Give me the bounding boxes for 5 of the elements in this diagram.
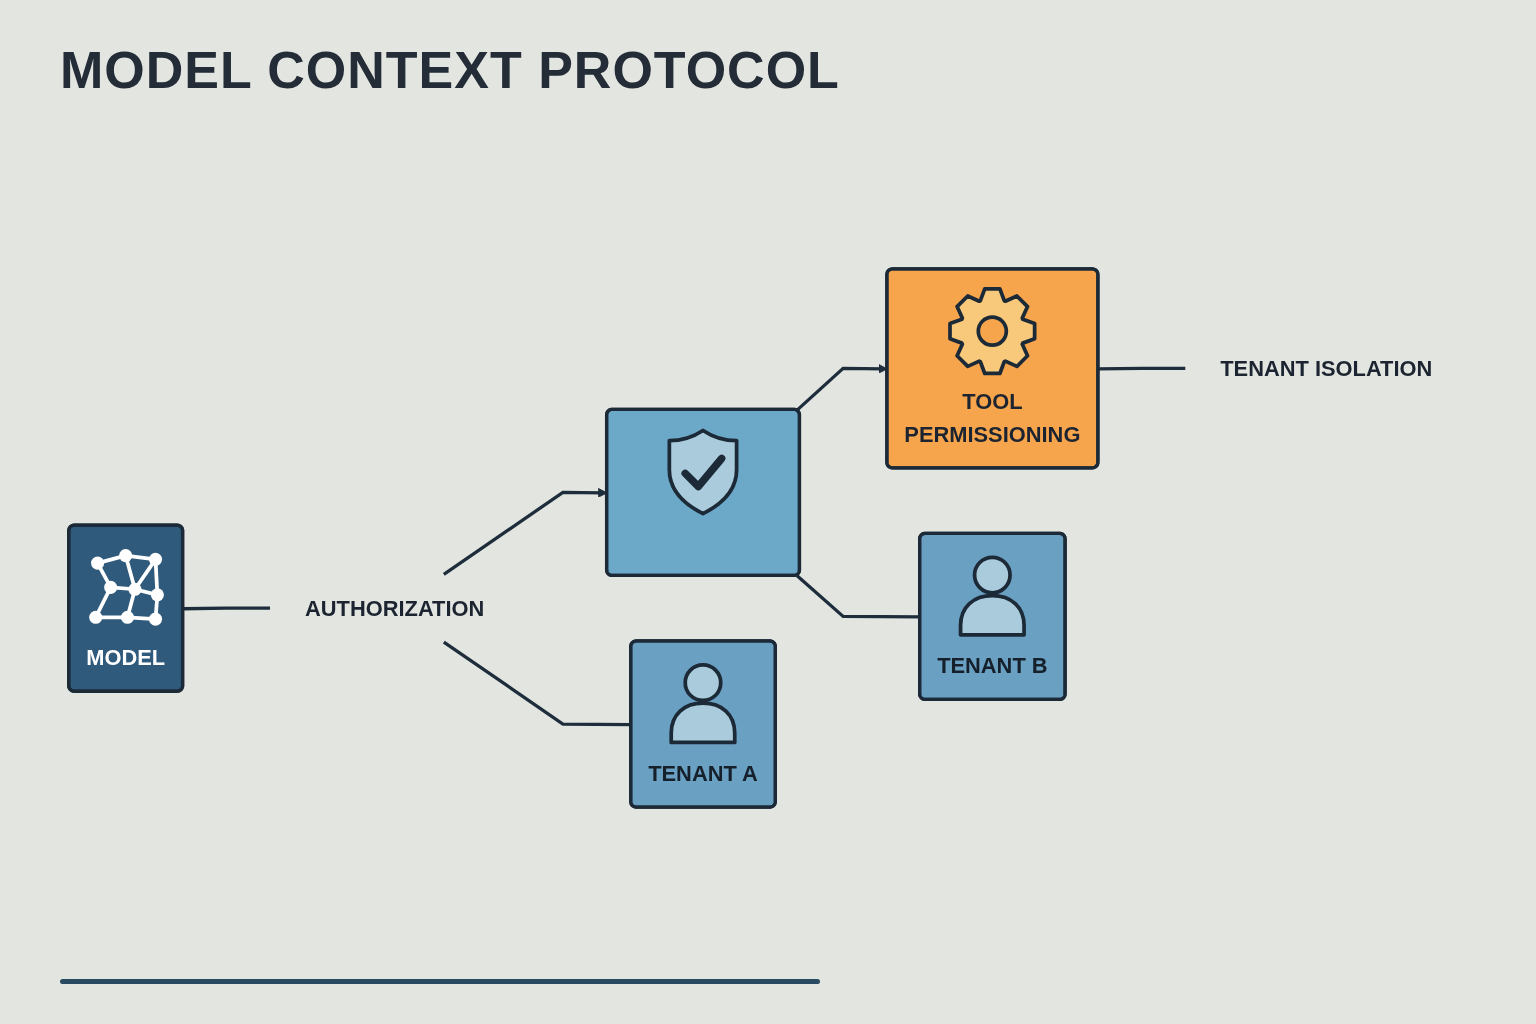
connector — [1098, 366, 1186, 371]
node-text: AUTHORIZATION — [304, 595, 485, 620]
node-text: TENANT ISOLATION — [1220, 355, 1433, 380]
diagram-title: MODEL CONTEXT PROTOCOL — [60, 40, 840, 100]
connector — [183, 606, 270, 610]
